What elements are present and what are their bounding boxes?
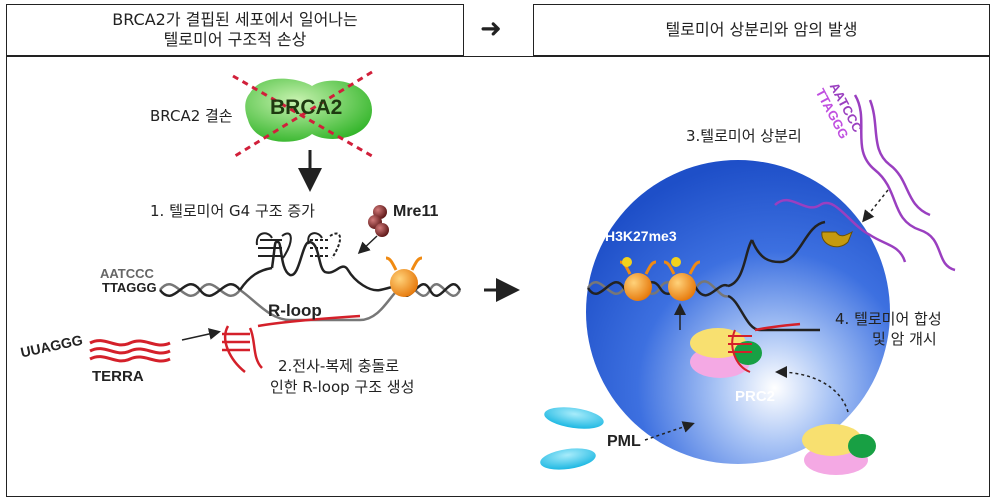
brca2-label: BRCA2	[270, 96, 343, 119]
terra-label: TERRA	[92, 368, 144, 385]
brca2-protein	[245, 78, 372, 142]
pml-icon	[540, 407, 604, 470]
brca2-cross-icon	[232, 70, 373, 158]
header-right: 텔로미어 상분리와 암의 발생	[533, 4, 990, 56]
purple-telomere-strands	[774, 94, 956, 272]
prc2-complex	[690, 322, 801, 378]
header-left: BRCA2가 결핍된 세포에서 일어나는 텔로미어 구조적 손상	[6, 4, 464, 56]
prc2-label: PRC2	[735, 388, 776, 405]
step4-line1: 4. 텔로미어 합성	[835, 310, 942, 328]
aatccc-label: AATCCC	[100, 266, 154, 281]
header-left-line1: BRCA2가 결핍된 세포에서 일어나는	[112, 10, 358, 29]
nucleosome-left	[385, 256, 423, 297]
ttaggg-label: TTAGGG	[102, 280, 157, 295]
mre11-label: Mre11	[393, 203, 439, 220]
free-prc2-complex	[802, 424, 876, 475]
step3-label: 3.텔로미어 상분리	[686, 127, 802, 145]
nucleosomes-h3k27me3	[619, 257, 701, 301]
header-right-title: 텔로미어 상분리와 암의 발생	[665, 20, 858, 39]
nucleus	[586, 160, 890, 464]
header-arrow: ➜	[480, 14, 502, 44]
telomere-dna-right	[586, 220, 826, 332]
step2-line2: 인한 R-loop 구조 생성	[270, 378, 415, 396]
mre11-icon	[368, 205, 389, 237]
brca2-loss-label: BRCA2 결손	[150, 107, 233, 125]
g4-structure	[255, 232, 341, 259]
rloop-label: R-loop	[268, 301, 322, 320]
step1-label: 1. 텔로미어 G4 구조 증가	[150, 202, 315, 220]
rloop-g4	[222, 314, 361, 373]
header-left-line2: 텔로미어 구조적 손상	[163, 30, 307, 49]
terra-rna	[89, 339, 171, 363]
pml-label: PML	[607, 433, 641, 450]
diagram-frame	[6, 56, 990, 497]
binding-protein	[821, 230, 853, 248]
h3k27me3-label: H3K27me3	[605, 228, 677, 244]
step2-line1: 2.전사-복제 충돌로	[278, 357, 400, 375]
step4-line2: 및 암 개시	[872, 330, 937, 348]
